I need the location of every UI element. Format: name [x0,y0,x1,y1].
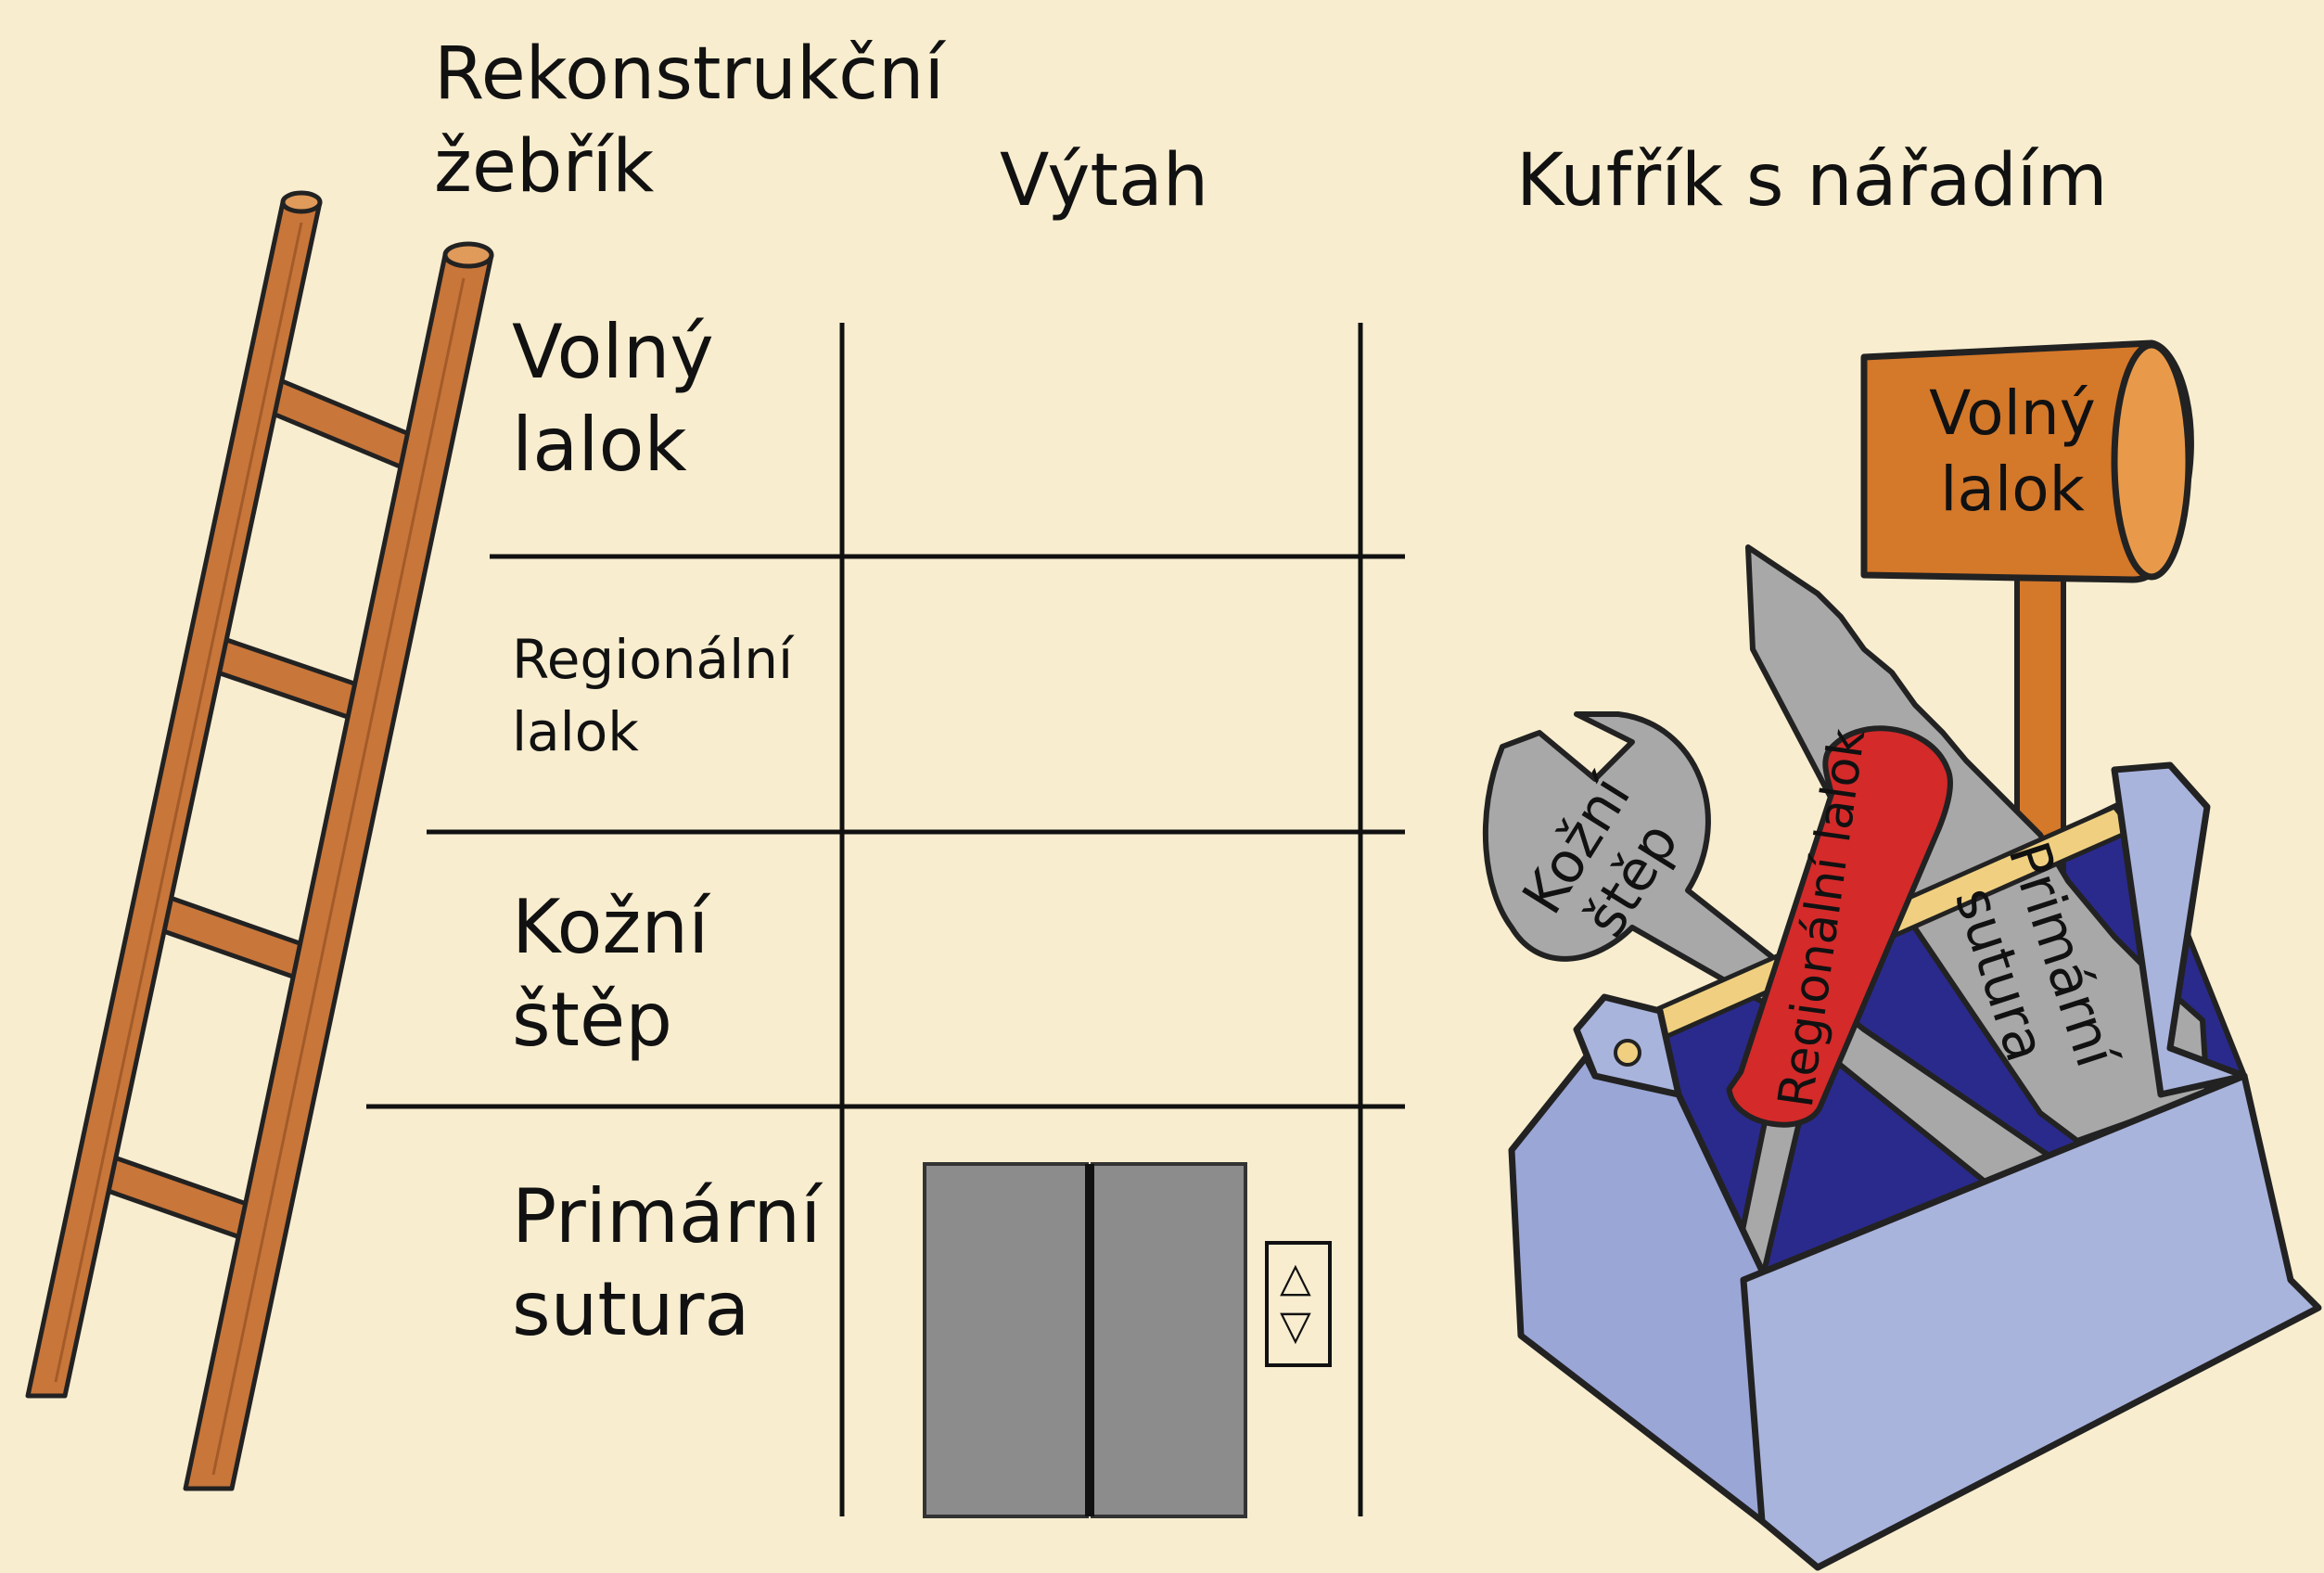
elevator-call-panel [1265,1241,1332,1367]
elevator-down-icon: ▽ [1280,1302,1311,1349]
elevator-shaft [366,323,1405,1518]
toolbox-heading: Kufřík s nářadím [1516,139,2108,223]
ladder-heading: Rekonstrukční žebřík [434,32,945,209]
ladder-illustration [25,190,494,1491]
wrench [1482,711,2071,1199]
row-label-primary-suture: Primární sutura [512,1173,822,1352]
hammer-head [1860,339,2194,583]
elevator-up-icon: △ [1280,1254,1311,1301]
row-label-free-flap: Volný lalok [512,309,714,488]
elevator-doors [923,1162,1247,1518]
hammer-label: Volný lalok [1929,377,2096,525]
elevator-heading: Výtah [1000,139,1209,223]
row-label-regional-flap: Regionální lalok [512,628,794,763]
row-label-skin-graft: Kožní štěp [512,884,709,1063]
screwdriver-handle [1726,725,1953,1128]
